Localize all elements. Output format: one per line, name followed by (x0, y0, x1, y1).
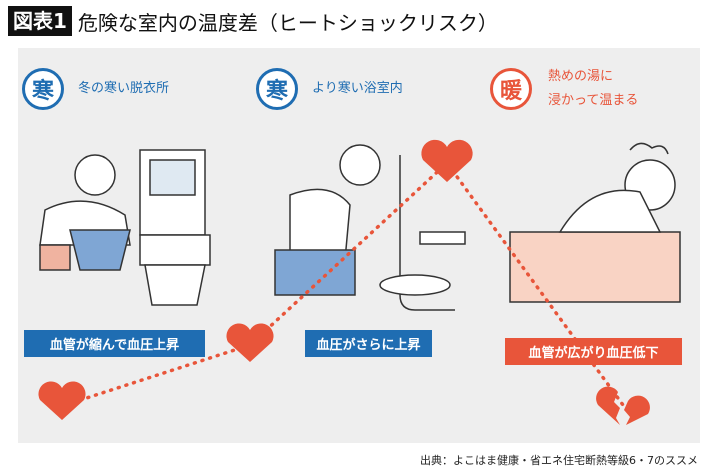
title-text: 危険な室内の温度差（ヒートショックリスク） (77, 10, 498, 35)
scene-3-label-2: 浸かって温まる (548, 93, 639, 108)
warm-icon: 暖 (490, 68, 532, 110)
cold-icon-1: 寒 (22, 68, 64, 110)
figure-tag: 図表1 (8, 6, 72, 36)
scene-3-label-1: 熱めの湯に (548, 69, 614, 84)
scene-3-box: 血管が広がり血圧低下 (505, 338, 682, 365)
blood-pressure-line (63, 160, 625, 407)
bathtub-illustration (509, 142, 681, 303)
scene-2-box: 血圧がさらに上昇 (305, 330, 432, 357)
figure-title: 図表1 危険な室内の温度差（ヒートショックリスク） (8, 6, 498, 36)
broken-heart-icon (596, 386, 650, 425)
scene-1-box: 血管が縮んで血圧上昇 (24, 330, 205, 357)
scene-2-label: より寒い浴室内 (312, 81, 403, 96)
bathroom-illustration (274, 144, 466, 311)
heart-icon-low (38, 381, 86, 420)
heart-icon-mid (226, 323, 274, 362)
dressing-room-illustration (39, 149, 211, 306)
source-note: 出典：よこはま健康・省エネ住宅断熱等級6・7のススメ (420, 454, 698, 467)
heart-icon-high (421, 139, 473, 182)
scene-1-label: 冬の寒い脱衣所 (78, 81, 170, 96)
cold-icon-2: 寒 (256, 68, 298, 110)
